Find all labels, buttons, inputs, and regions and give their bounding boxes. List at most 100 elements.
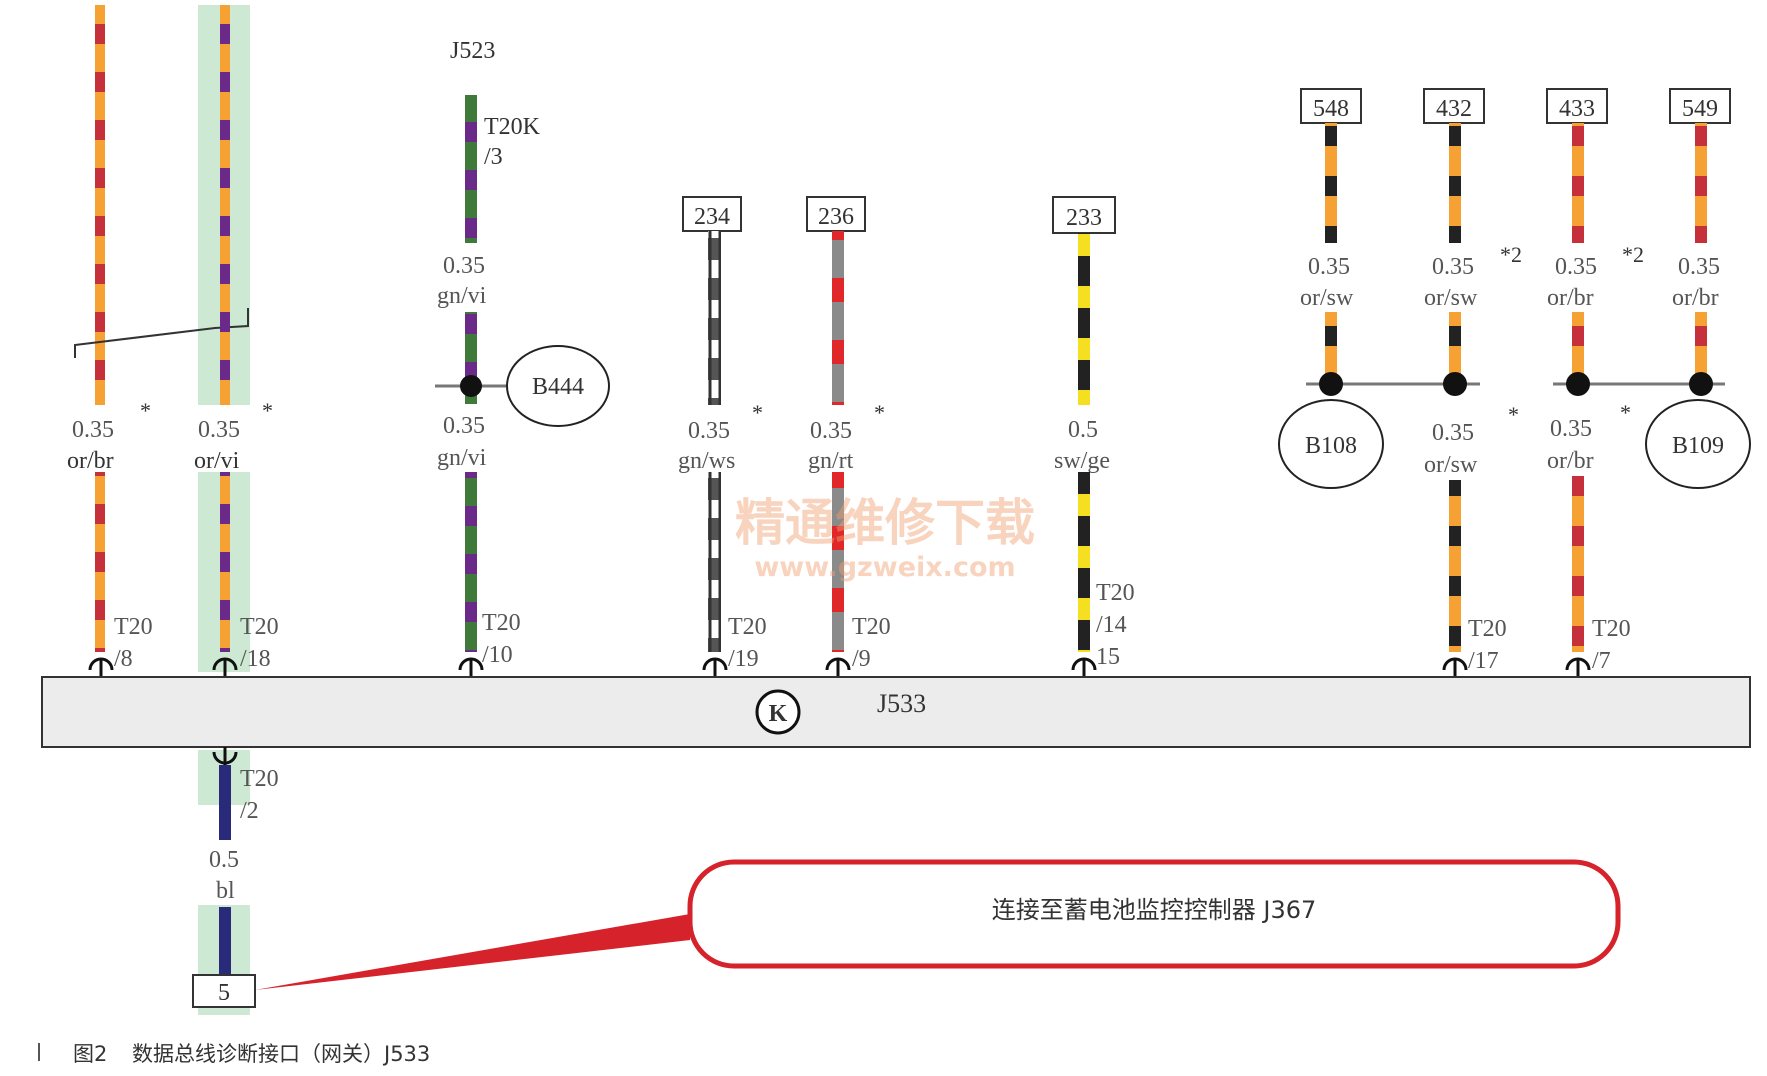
watermark-url: www.gzweix.com	[754, 552, 1015, 583]
box-number: 432	[1436, 96, 1472, 122]
splice-b109	[1645, 399, 1751, 489]
box-number: 233	[1066, 205, 1102, 231]
wire-or-vi: 0.35 * or/vi T20 /18	[194, 5, 279, 672]
wire-size: 0.35	[1550, 416, 1592, 442]
connector-pin: /3	[484, 144, 503, 170]
splice-b108	[1278, 399, 1384, 489]
module-symbol: K	[769, 701, 788, 727]
watermark: 精通维修下载 www.gzweix.com	[735, 494, 1035, 583]
splice-label: B109	[1672, 433, 1724, 459]
pin-number: /8	[114, 646, 133, 672]
wire-bl: T20 /2 0.5 bl 5	[192, 747, 279, 1008]
wire-gn-rt: 236 0.35 * gn/rt T20 /9	[806, 196, 891, 672]
splice-label: B444	[532, 374, 584, 400]
box-number: 236	[818, 204, 854, 230]
pin-label: T20	[240, 614, 279, 640]
pin-number: /14	[1096, 612, 1127, 638]
wire-size: 0.35	[1555, 254, 1597, 280]
splice-dot	[1319, 372, 1343, 396]
wire-size: 0.35	[1678, 254, 1720, 280]
box-number: 234	[694, 204, 730, 230]
pin-label: T20	[1468, 616, 1507, 642]
star-mark: *2	[1622, 242, 1644, 267]
wire-color: or/br	[1672, 285, 1719, 311]
splice-b444	[506, 345, 610, 427]
pin-label: T20	[1096, 580, 1135, 606]
wire-size: 0.35	[1308, 254, 1350, 280]
pin-number: /19	[728, 646, 759, 672]
wire-size: 0.35	[810, 418, 852, 444]
wire-or-sw-432: 432 0.35 *2 or/sw 0.35 * or/sw T20 /17	[1423, 88, 1522, 674]
wire-color: sw/ge	[1054, 448, 1110, 474]
wire-or-br-1: 0.35 * or/br T20 /8	[67, 5, 153, 672]
watermark-text: 精通维修下载	[735, 494, 1035, 552]
pin-number: /18	[240, 646, 271, 672]
diagnosis-icon	[755, 689, 801, 735]
wire-size: 0.35	[1432, 420, 1474, 446]
box-number: 549	[1682, 96, 1718, 122]
wire-color: or/sw	[1424, 285, 1478, 311]
pin-number: /7	[1592, 648, 1611, 674]
wire-size: 0.35	[1432, 254, 1474, 280]
pin-number: /2	[240, 798, 259, 824]
star-mark: *	[140, 398, 151, 423]
wire-gn-vi: J523 T20K /3 0.35 gn/vi B444 0.35 gn/vi …	[435, 38, 610, 668]
figure-caption: 图2 数据总线诊断接口（网关）J533	[38, 1042, 430, 1066]
wire-size: 0.35	[198, 417, 240, 443]
pin-label: T20	[482, 610, 521, 636]
figure-title: 数据总线诊断接口（网关）J533	[132, 1042, 430, 1066]
pin-number: /10	[482, 642, 513, 668]
wire-color: or/br	[1547, 285, 1594, 311]
box-number: 548	[1313, 96, 1349, 122]
wire-size: 0.35	[443, 413, 485, 439]
star-mark: *	[1508, 402, 1519, 427]
splice-label: B108	[1305, 433, 1357, 459]
wire-or-br-433: 433 0.35 *2 or/br 0.35 * or/br T20 /7	[1546, 88, 1644, 674]
j523-label: J523	[450, 38, 495, 64]
wire-color: bl	[216, 878, 235, 904]
wire-size: 0.5	[1068, 417, 1098, 443]
wire-sw-ge: 233 0.5 sw/ge T20 /14 15	[1052, 196, 1135, 670]
splice-dot	[1689, 372, 1713, 396]
wire-gn-ws: 234 0.35 * gn/ws T20 /19	[678, 196, 767, 672]
wire-color: or/sw	[1424, 452, 1478, 478]
pin-label: T20	[240, 766, 279, 792]
pin-label: T20	[114, 614, 153, 640]
wire-size: 0.35	[72, 417, 114, 443]
wire-color: or/br	[67, 448, 114, 474]
module-label: J533	[877, 689, 926, 718]
wire-color: or/sw	[1300, 285, 1354, 311]
wire-size: 0.35	[443, 253, 485, 279]
wire-size: 0.5	[209, 847, 239, 873]
box-number: 433	[1559, 96, 1595, 122]
wire-color: gn/ws	[678, 448, 735, 474]
box-number: 5	[218, 980, 230, 1006]
star-mark: *	[1620, 400, 1631, 425]
wire-color: gn/vi	[437, 445, 487, 471]
star-mark: *	[262, 398, 273, 423]
pin-number: /17	[1468, 648, 1499, 674]
splice-dot	[1443, 372, 1467, 396]
callout-text: 连接至蓄电池监控控制器 J367	[992, 896, 1317, 924]
pin-number-alt: 15	[1096, 644, 1120, 670]
pin-number: /9	[852, 646, 871, 672]
figure-number: 图2	[73, 1042, 107, 1066]
wire-or-br-549: 549 0.35 or/br	[1669, 88, 1731, 384]
wire-size: 0.35	[688, 418, 730, 444]
shield-bracket	[74, 308, 249, 358]
star-mark: *2	[1500, 242, 1522, 267]
wire-color: or/br	[1547, 448, 1594, 474]
connector-hooks	[88, 657, 1591, 676]
star-mark: *	[874, 400, 885, 425]
wire-color: gn/rt	[808, 448, 854, 474]
star-mark: *	[752, 400, 763, 425]
wire-color: gn/vi	[437, 283, 487, 309]
pin-label: T20	[728, 614, 767, 640]
wire-color: or/vi	[194, 448, 240, 474]
splice-dot	[1566, 372, 1590, 396]
pin-label: T20	[852, 614, 891, 640]
module-j533: K J533	[41, 676, 1751, 748]
wire-or-sw-548: 548 0.35 or/sw	[1300, 88, 1362, 384]
callout: 连接至蓄电池监控控制器 J367	[255, 859, 1621, 990]
